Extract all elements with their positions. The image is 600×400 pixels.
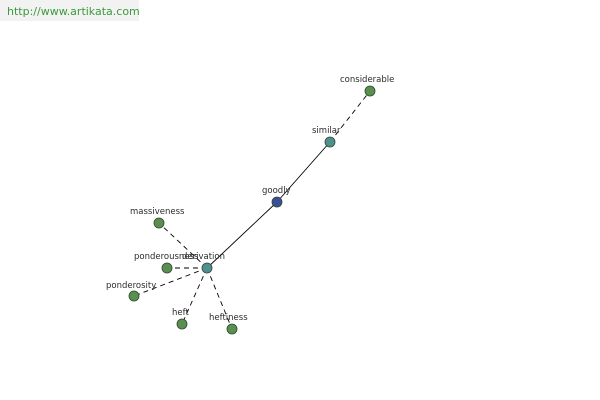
- node-marker-massiveness[interactable]: [153, 217, 165, 229]
- node-considerable[interactable]: considerable: [340, 75, 394, 97]
- edge-derivation-ponderosity: [133, 267, 208, 297]
- node-label-ponderosity[interactable]: ponderosity: [106, 281, 156, 291]
- node-goodly[interactable]: goodly: [262, 186, 291, 208]
- node-marker-similar[interactable]: [324, 136, 336, 148]
- edge-similar-considerable: [329, 90, 371, 143]
- node-label-goodly[interactable]: goodly: [262, 186, 291, 196]
- edge-goodly-similar: [276, 141, 331, 203]
- node-heftiness[interactable]: heftiness: [209, 313, 248, 335]
- node-ponderousness[interactable]: ponderousness: [134, 252, 199, 274]
- node-marker-ponderousness[interactable]: [161, 262, 173, 274]
- node-ponderosity[interactable]: ponderosity: [106, 281, 156, 302]
- node-marker-heftiness[interactable]: [226, 323, 238, 335]
- node-heft[interactable]: heft: [172, 308, 189, 330]
- node-label-heft[interactable]: heft: [172, 308, 189, 318]
- url-bar: http://www.artikata.com: [0, 0, 140, 21]
- node-marker-considerable[interactable]: [364, 85, 376, 97]
- node-label-similar[interactable]: similar: [312, 126, 341, 136]
- node-massiveness[interactable]: massiveness: [130, 207, 185, 229]
- node-label-considerable[interactable]: considerable: [340, 75, 394, 85]
- node-label-heftiness[interactable]: heftiness: [209, 313, 248, 323]
- node-derivation[interactable]: derivation: [182, 252, 225, 274]
- node-marker-ponderosity[interactable]: [128, 290, 140, 302]
- node-label-massiveness[interactable]: massiveness: [130, 207, 185, 217]
- edges-layer: [133, 90, 371, 330]
- node-label-ponderousness[interactable]: ponderousness: [134, 252, 199, 262]
- edge-goodly-derivation: [206, 201, 278, 269]
- node-marker-heft[interactable]: [176, 318, 188, 330]
- edge-derivation-heftiness: [206, 267, 233, 330]
- node-marker-goodly[interactable]: [271, 196, 283, 208]
- node-similar[interactable]: similar: [312, 126, 341, 148]
- edge-derivation-massiveness: [158, 222, 208, 269]
- edge-derivation-heft: [181, 267, 208, 325]
- node-marker-derivation[interactable]: [201, 262, 213, 274]
- nodes-layer: considerable similar goodly massiveness pond…: [106, 75, 394, 335]
- site-link[interactable]: http://www.artikata.com: [7, 5, 140, 18]
- node-label-derivation[interactable]: derivation: [182, 252, 225, 262]
